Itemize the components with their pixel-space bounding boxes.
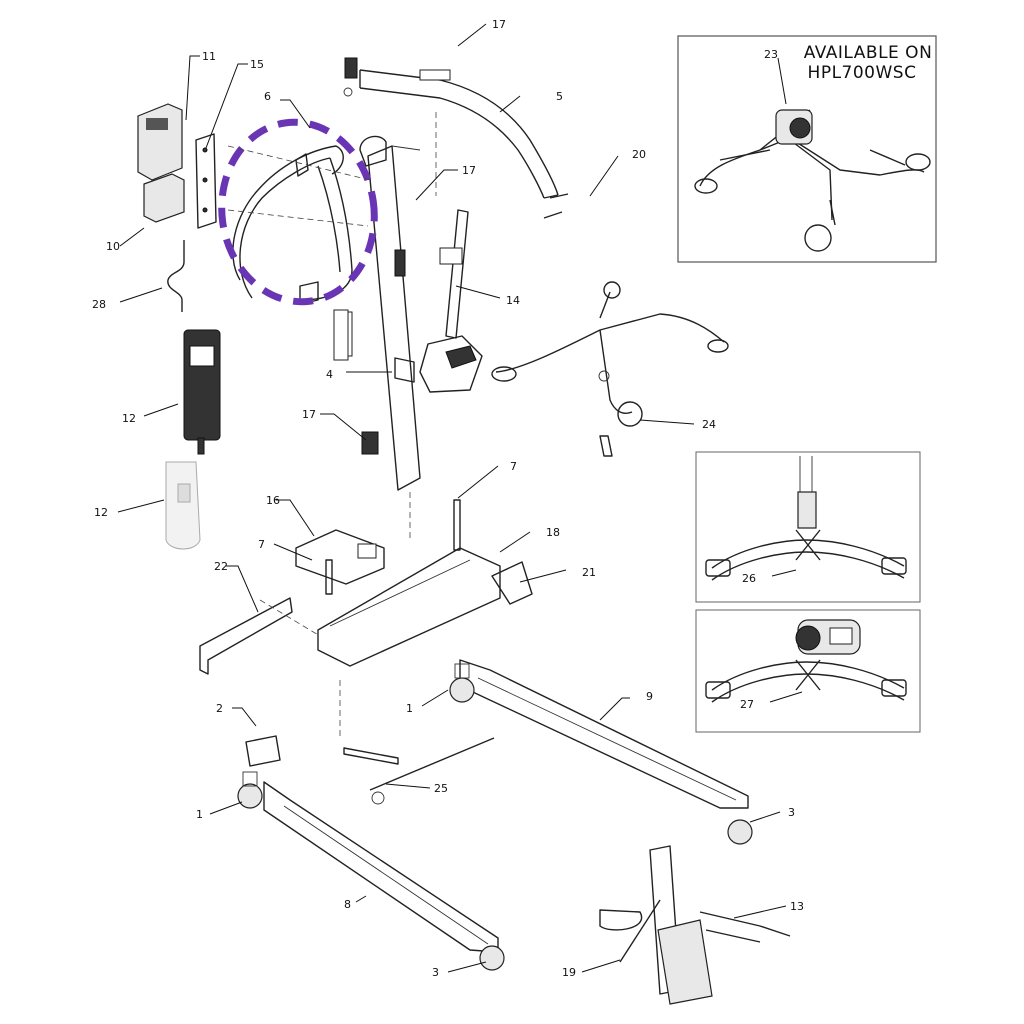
caster-1b	[237, 771, 263, 809]
spreader-bar-23	[694, 109, 931, 252]
callout-17-low: 17	[302, 408, 316, 421]
callout-7-left: 7	[258, 538, 265, 551]
callout-27: 27	[740, 698, 754, 711]
mast-4	[337, 135, 421, 491]
boom-5	[343, 57, 559, 199]
bracket-15	[195, 133, 217, 229]
assembly-guides	[227, 112, 437, 740]
callout-6: 6	[264, 90, 271, 103]
spreader-bar-24	[491, 281, 729, 457]
cable-28	[167, 240, 185, 312]
spreader-bar-26	[705, 456, 907, 581]
decal-17	[333, 309, 349, 361]
callout-21: 21	[582, 566, 596, 579]
linkage-25	[343, 737, 495, 805]
callout-9: 9	[646, 690, 653, 703]
bracket-2	[245, 735, 281, 767]
callout-14: 14	[506, 294, 520, 307]
callout-19: 19	[562, 966, 576, 979]
spreader-bar-27	[705, 619, 907, 703]
inset-box-26	[695, 451, 921, 603]
callout-4: 4	[326, 368, 333, 381]
callout-16: 16	[266, 494, 280, 507]
callout-5: 5	[556, 90, 563, 103]
callout-7-right: 7	[510, 460, 517, 473]
callout-labels: 17 5 6 11 15 10 20 17 14 28 4 12 17 12 2…	[92, 18, 804, 979]
battery-11	[137, 103, 183, 181]
callout-11: 11	[202, 50, 216, 63]
charger-19	[619, 845, 713, 1005]
callout-20: 20	[632, 148, 646, 161]
callout-17-mid: 17	[462, 164, 476, 177]
hand-control-12	[183, 329, 221, 455]
callout-15: 15	[250, 58, 264, 71]
battery-box-10	[143, 173, 185, 223]
callout-3-bottom: 3	[432, 966, 439, 979]
actuator-14	[419, 209, 483, 393]
callout-3-right: 3	[788, 806, 795, 819]
power-cord-13	[599, 909, 791, 943]
leader-lines	[117, 23, 803, 973]
callout-12-top: 12	[122, 412, 136, 425]
caster-3a	[727, 819, 753, 845]
leg-8	[263, 781, 499, 953]
callout-22: 22	[214, 560, 228, 573]
callout-25: 25	[434, 782, 448, 795]
callout-28: 28	[92, 298, 106, 311]
callout-10: 10	[106, 240, 120, 253]
callout-2: 2	[216, 702, 223, 715]
callout-23: 23	[764, 48, 778, 61]
highlight-circle	[218, 118, 378, 306]
leg-9	[459, 659, 749, 809]
callout-1-right: 1	[406, 702, 413, 715]
callout-1-left: 1	[196, 808, 203, 821]
callout-17-top: 17	[492, 18, 506, 31]
caster-3b	[479, 945, 505, 971]
callout-26: 26	[742, 572, 756, 585]
callout-8: 8	[344, 898, 351, 911]
callout-12-bottom: 12	[94, 506, 108, 519]
callout-18: 18	[546, 526, 560, 539]
inset-box-27	[695, 609, 921, 733]
inset-box-23	[677, 35, 937, 263]
inset-note-line2: HPL700WSC	[808, 63, 917, 83]
hand-control-12-alt	[165, 461, 201, 550]
callout-13: 13	[790, 900, 804, 913]
pins-20	[543, 193, 569, 219]
caster-1a	[449, 663, 475, 703]
callout-24: 24	[702, 418, 716, 431]
inset-note-line1: AVAILABLE ON	[804, 43, 933, 63]
base-assembly	[199, 499, 533, 675]
